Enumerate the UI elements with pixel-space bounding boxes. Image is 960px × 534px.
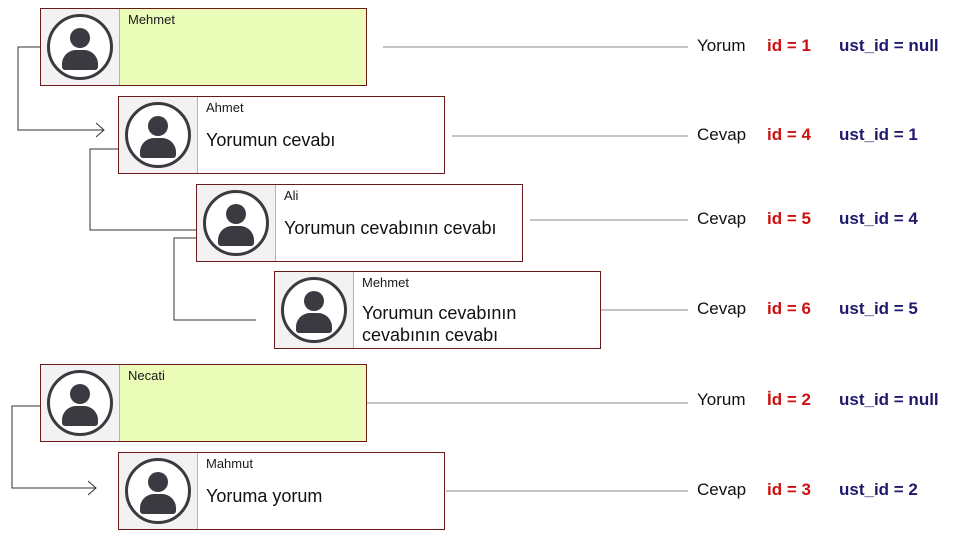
user-avatar-icon [125, 458, 191, 524]
comment-author: Mahmut [206, 456, 253, 471]
user-avatar-icon [281, 277, 347, 343]
comment-author: Mehmet [362, 275, 409, 290]
parent-id-label: ust_id = null [839, 390, 939, 409]
comment-text: Yorumun cevabının cevabının cevabı [362, 303, 517, 345]
avatar [197, 185, 276, 261]
user-avatar-icon [125, 102, 191, 168]
comment-card-4: Ahmet Yorumun cevabı [118, 96, 445, 174]
user-avatar-icon [47, 14, 113, 80]
type-label: Yorum [697, 390, 746, 409]
type-label: Cevap [697, 209, 747, 228]
parent-id-label: ust_id = 4 [839, 209, 918, 228]
type-label: Cevap [697, 480, 747, 499]
id-label: id = 6 [767, 299, 811, 318]
comment-card-1: Mehmet [40, 8, 367, 86]
avatar [275, 272, 354, 348]
parent-id-label: ust_id = null [839, 36, 939, 55]
parent-id-label: ust_id = 1 [839, 125, 918, 144]
parent-id-label: ust_id = 5 [839, 299, 918, 318]
user-avatar-icon [47, 370, 113, 436]
type-label: Cevap [697, 299, 747, 318]
avatar [119, 97, 198, 173]
id-label: id = 3 [767, 480, 811, 499]
comment-text: Yoruma yorum [206, 486, 323, 506]
id-label: id = 5 [767, 209, 811, 228]
comment-card-5: Ali Yorumun cevabının cevabı [196, 184, 523, 262]
id-label: id = 1 [767, 36, 811, 55]
comment-card-2: Necati [40, 364, 367, 442]
comment-text: Yorumun cevabının cevabı [284, 218, 497, 238]
comment-card-6: Mehmet Yorumun cevabının cevabının cevab… [274, 271, 601, 349]
type-label: Yorum [697, 36, 746, 55]
avatar [119, 453, 198, 529]
parent-id-label: ust_id = 2 [839, 480, 918, 499]
user-avatar-icon [203, 190, 269, 256]
avatar [41, 365, 120, 441]
id-label: id = 4 [767, 125, 811, 144]
avatar [41, 9, 120, 85]
comment-text: Yorumun cevabı [206, 130, 336, 150]
comment-author: Ahmet [206, 100, 244, 115]
id-label: İd = 2 [767, 390, 811, 409]
comment-card-3: Mahmut Yoruma yorum [118, 452, 445, 530]
comment-author: Ali [284, 188, 299, 203]
comment-author: Necati [128, 368, 165, 383]
comment-author: Mehmet [128, 12, 175, 27]
type-label: Cevap [697, 125, 747, 144]
